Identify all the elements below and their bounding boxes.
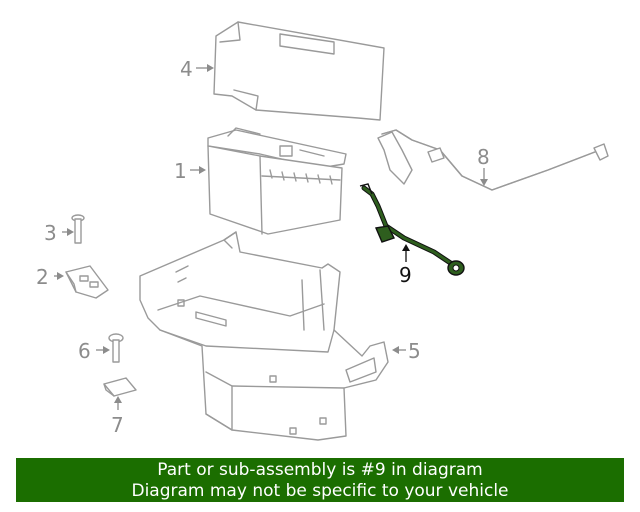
callout-8[interactable]: 8 bbox=[477, 145, 490, 169]
info-banner: Part or sub-assembly is #9 in diagram Di… bbox=[16, 458, 624, 502]
part-1-battery[interactable] bbox=[207, 127, 347, 235]
part-9-negative-cable[interactable] bbox=[359, 183, 465, 276]
callout-2[interactable]: 2 bbox=[36, 265, 49, 289]
callout-7[interactable]: 7 bbox=[111, 413, 124, 437]
callout-5[interactable]: 5 bbox=[408, 339, 421, 363]
part-7-clip[interactable] bbox=[103, 377, 137, 397]
part-4-battery-cover[interactable] bbox=[213, 21, 385, 121]
banner-line-1: Part or sub-assembly is #9 in diagram bbox=[157, 460, 483, 480]
part-6-bolt[interactable] bbox=[108, 333, 124, 363]
parts-diagram: 4 1 3 2 6 7 bbox=[36, 21, 609, 441]
callout-3[interactable]: 3 bbox=[44, 221, 57, 245]
callout-6[interactable]: 6 bbox=[78, 339, 91, 363]
part-5-battery-tray[interactable] bbox=[139, 231, 389, 441]
part-2-hold-down[interactable] bbox=[65, 265, 109, 299]
banner-line-2: Diagram may not be specific to your vehi… bbox=[131, 481, 509, 501]
part-3-bolt[interactable] bbox=[71, 214, 85, 244]
callout-9[interactable]: 9 bbox=[399, 263, 412, 287]
callout-4[interactable]: 4 bbox=[180, 57, 193, 81]
part-8-battery-cable[interactable] bbox=[377, 129, 609, 191]
callout-1[interactable]: 1 bbox=[174, 159, 187, 183]
